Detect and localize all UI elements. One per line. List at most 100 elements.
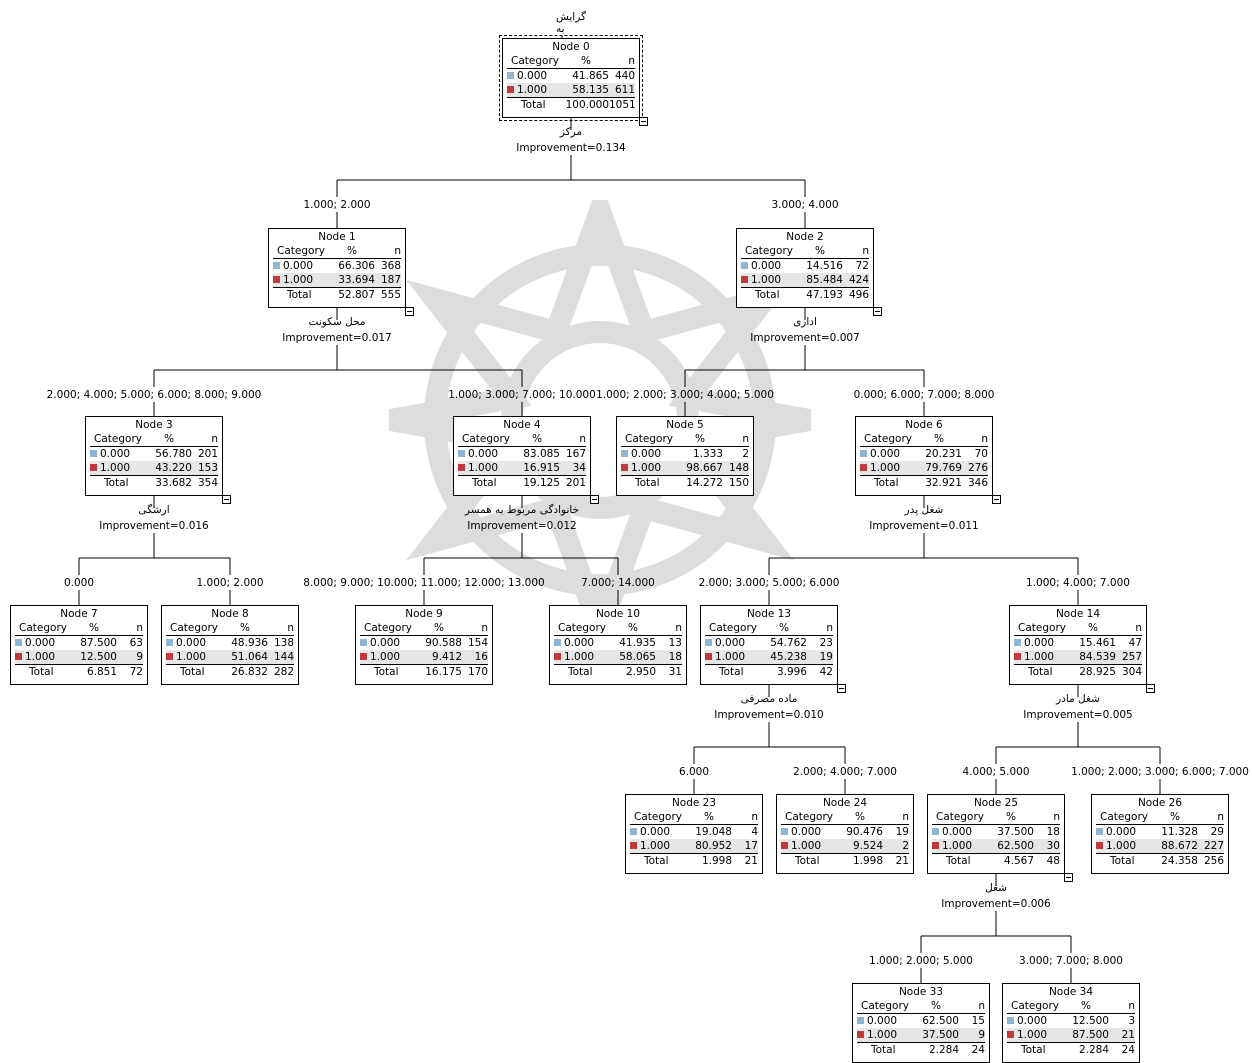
improvement-label: Improvement=0.005 <box>1023 709 1133 721</box>
table-header-row: Category%n <box>507 54 635 69</box>
category-swatch-icon <box>860 463 867 471</box>
percent-value: 9.412 <box>416 650 462 665</box>
collapse-toggle-icon[interactable] <box>873 307 882 316</box>
percent-value: 79.769 <box>916 461 962 476</box>
header-percent: % <box>146 432 192 447</box>
table-header-row: Category%n <box>932 810 1060 825</box>
category-value: 0.000 <box>640 825 671 838</box>
header-category: Category <box>90 432 146 447</box>
category-value: 1.000 <box>468 461 499 474</box>
collapse-toggle-icon[interactable] <box>222 495 231 504</box>
header-percent: % <box>610 621 656 636</box>
category-value: 0.000 <box>751 259 782 272</box>
table-header-row: Category%n <box>554 621 682 636</box>
category-value: 1.000 <box>640 839 671 852</box>
header-n: n <box>1198 810 1224 825</box>
table-header-row: Category%n <box>273 244 401 259</box>
collapse-toggle-icon[interactable] <box>1064 873 1073 882</box>
total-count: 555 <box>375 287 401 303</box>
header-n: n <box>723 432 749 447</box>
header-n: n <box>1034 810 1060 825</box>
category-swatch-icon <box>507 85 514 93</box>
category-value: 0.000 <box>1017 1014 1048 1027</box>
count-value: 154 <box>467 636 488 649</box>
header-category: Category <box>860 432 916 447</box>
count-value: 30 <box>1034 839 1060 854</box>
header-category: Category <box>166 621 222 636</box>
table-header-row: Category%n <box>1096 810 1224 825</box>
collapse-toggle-icon[interactable] <box>1146 684 1155 693</box>
percent-value: 62.500 <box>988 839 1034 854</box>
category-value: 0.000 <box>517 69 548 82</box>
table-header-row: Category%n <box>705 621 833 636</box>
branch-label: 1.000; 2.000 <box>303 199 371 211</box>
category-value: 1.000 <box>25 650 56 663</box>
total-count: 1051 <box>609 97 636 113</box>
total-percent: 16.175 <box>416 664 462 680</box>
percent-value: 48.936 <box>231 636 268 649</box>
count-value: 47 <box>1128 636 1142 649</box>
category-value: 1.000 <box>1024 650 1055 663</box>
category-swatch-icon <box>1014 652 1021 660</box>
category-value: 1.000 <box>751 273 782 286</box>
collapse-toggle-icon[interactable] <box>405 307 414 316</box>
improvement-label: Improvement=0.134 <box>516 142 626 154</box>
category-value: 1.000 <box>870 461 901 474</box>
category-swatch-icon <box>507 71 514 79</box>
branch-label: 1.000; 4.000; 7.000 <box>1026 577 1130 589</box>
total-percent: 4.567 <box>988 853 1034 869</box>
branch-label: 2.000; 3.000; 5.000; 6.000 <box>698 577 840 589</box>
count-value: 167 <box>565 447 586 460</box>
collapse-toggle-icon[interactable] <box>590 495 599 504</box>
node-title: Node 24 <box>822 797 868 809</box>
percent-value: 85.484 <box>797 273 843 288</box>
collapse-toggle-icon[interactable] <box>639 117 648 126</box>
count-value: 18 <box>656 650 682 665</box>
category-swatch-icon <box>781 827 788 835</box>
header-percent: % <box>1063 999 1109 1014</box>
category-swatch-icon <box>705 652 712 660</box>
percent-value: 33.694 <box>329 273 375 288</box>
count-value: 148 <box>723 461 749 476</box>
node-title: Node 23 <box>671 797 717 809</box>
percent-value: 51.064 <box>222 650 268 665</box>
category-swatch-icon <box>932 841 939 849</box>
total-percent: 6.851 <box>71 664 117 680</box>
collapse-toggle-icon[interactable] <box>837 684 846 693</box>
collapse-toggle-icon[interactable] <box>992 495 1001 504</box>
category-value: 0.000 <box>283 259 314 272</box>
